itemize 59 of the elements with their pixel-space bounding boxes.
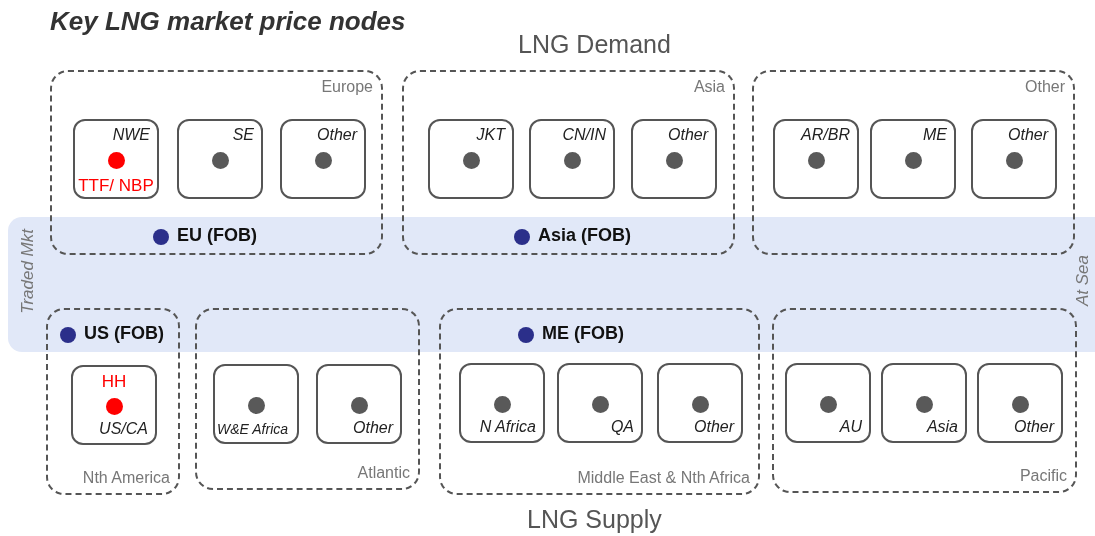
price-node-box [177, 119, 263, 199]
price-node-box [428, 119, 514, 199]
node-label: ME [923, 126, 947, 144]
price-node-box [657, 363, 743, 443]
node-label: Other [353, 419, 393, 437]
price-point-label: US (FOB) [84, 323, 164, 344]
diagram-title: Key LNG market price nodes [50, 6, 406, 37]
price-node-box [280, 119, 366, 199]
node-label: Other [1014, 418, 1054, 436]
price-node-box [785, 363, 871, 443]
traded-market-band [8, 217, 1095, 352]
price-point-label: Asia (FOB) [538, 225, 631, 246]
price-node-box [529, 119, 615, 199]
region-group [46, 308, 180, 495]
price-node-box [870, 119, 956, 199]
node-label: Other [1008, 126, 1048, 144]
node-label: SE [232, 126, 254, 144]
node-label: TTF/ NBP [77, 176, 155, 196]
region-group [439, 308, 760, 495]
node-label: QA [610, 418, 634, 436]
price-node-box [459, 363, 545, 443]
node-label: US/CA [99, 420, 148, 438]
node-label: HH [100, 372, 128, 392]
node-label: W&E Africa [217, 421, 289, 437]
band-label: Traded Mkt [18, 229, 38, 314]
region-label: Atlantic [357, 464, 410, 482]
node-label: AR/BR [801, 126, 850, 144]
node-label: JKT [476, 126, 505, 144]
region-label: Other [1025, 78, 1065, 96]
region-label: Asia [693, 78, 725, 96]
node-label: Asia [926, 418, 958, 436]
price-node-box [977, 363, 1063, 443]
region-label: Pacific [1019, 467, 1067, 485]
price-node-box [73, 119, 159, 199]
region-group [772, 308, 1077, 493]
node-label: Other [694, 418, 734, 436]
node-label: AU [839, 418, 862, 436]
band-label: At Sea [1073, 255, 1093, 307]
node-label: N Africa [479, 418, 536, 436]
region-group [195, 308, 420, 490]
section-heading: LNG Demand [518, 30, 671, 59]
price-node-box [631, 119, 717, 199]
price-node-box [773, 119, 859, 199]
price-node-box [881, 363, 967, 443]
region-label: Europe [321, 78, 373, 96]
node-label: NWE [112, 126, 150, 144]
region-label: Nth America [82, 469, 170, 487]
node-label: CN/IN [562, 126, 606, 144]
price-node-box [71, 365, 157, 445]
region-label: Middle East & Nth Africa [577, 469, 750, 487]
price-point-label: EU (FOB) [177, 225, 257, 246]
price-node-box [316, 364, 402, 444]
price-node-box [213, 364, 299, 444]
node-label: Other [668, 126, 708, 144]
price-node-box [557, 363, 643, 443]
node-label: Other [317, 126, 357, 144]
price-node-box [971, 119, 1057, 199]
section-heading: LNG Supply [527, 505, 662, 534]
price-point-label: ME (FOB) [542, 323, 624, 344]
